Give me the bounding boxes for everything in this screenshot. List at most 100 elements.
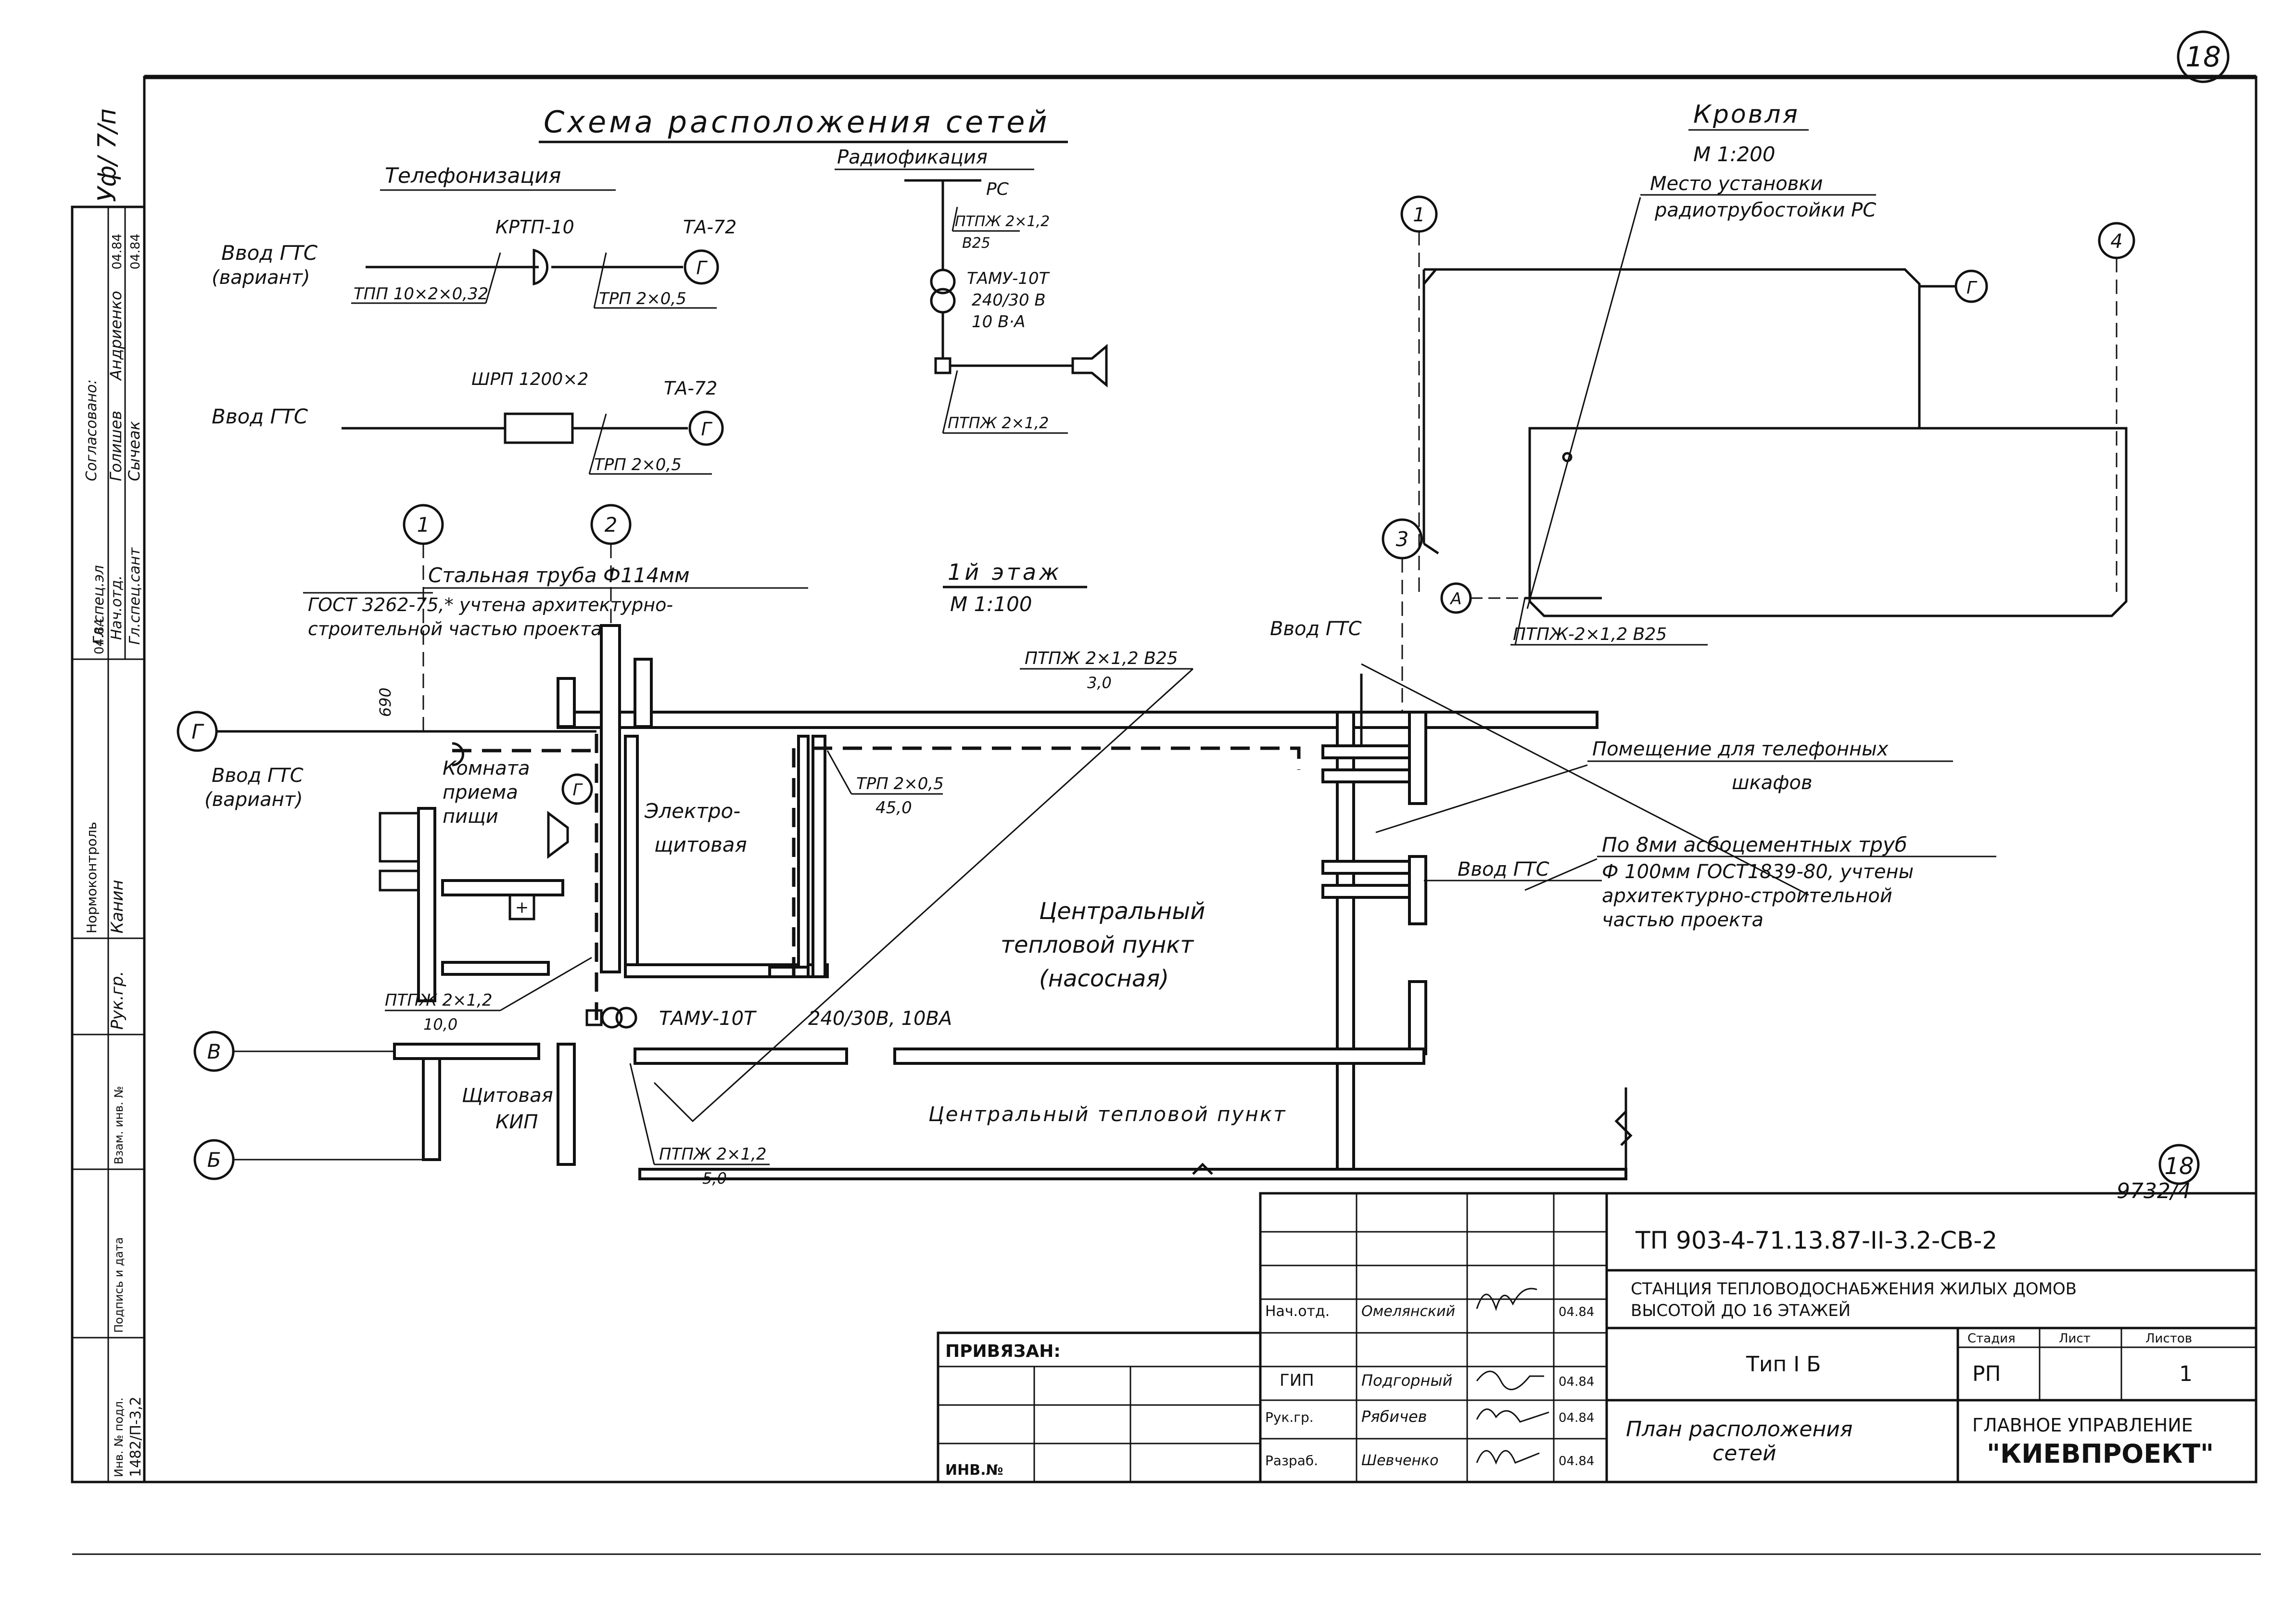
tb-drawing-b: сетей <box>1712 1441 1776 1466</box>
phone-room-a: Помещение для телефонных <box>1592 738 1889 760</box>
tamu-label: ТАМУ-10Т <box>659 1008 757 1030</box>
side-vzam: Взам. инв. № <box>112 1086 126 1164</box>
room-ctp-a: Центральный <box>1039 898 1205 925</box>
wall-corridor-top <box>893 1048 1425 1065</box>
phone-cabinet-1 <box>1321 744 1411 759</box>
sheet-number-circle <box>2177 30 2230 83</box>
radio-rs: РС <box>986 179 1009 199</box>
signature-1 <box>1476 1288 1537 1311</box>
phone-room-b: шкафов <box>1732 772 1813 794</box>
floor-title: 1й этаж <box>948 559 1062 585</box>
side-role-1: Нач.отд. <box>108 575 125 640</box>
tb-type: Тип I Б <box>1746 1352 1821 1377</box>
wall-stub-left <box>557 677 576 728</box>
floor-axis-3-label: 3 <box>1396 527 1409 551</box>
tamu-box <box>585 1009 603 1026</box>
tb-project-b: ВЫСОТОЙ ДО 16 ЭТАЖЕЙ <box>1631 1301 1851 1320</box>
tb-date-4: 04.84 <box>1559 1454 1594 1469</box>
tamu-circle-1 <box>601 1007 623 1029</box>
tb-name-4: Шевченко <box>1361 1452 1439 1469</box>
radio-transformer-1 <box>930 268 956 294</box>
signature-2 <box>1476 1370 1544 1391</box>
signature-3 <box>1476 1408 1549 1423</box>
room-kip-a: Щитовая <box>462 1085 553 1107</box>
roof-outline-lower <box>1528 427 2128 617</box>
side-role-3: Гл.спец.эл <box>90 565 107 645</box>
radio-box <box>934 357 951 374</box>
wall-inner-electro-r <box>812 735 826 978</box>
tb-role-1: Нач.отд. <box>1265 1303 1330 1320</box>
wall-kip-left <box>422 1057 441 1161</box>
side-handwriting: Уф/ 7/п <box>93 108 122 202</box>
tel-entry-label: Ввод ГТС <box>221 241 318 265</box>
tb-name-3: Рябичев <box>1361 1407 1427 1426</box>
floor-scale: М 1:100 <box>950 592 1032 616</box>
pptzh-left-a: ПТПЖ 2×1,2 <box>385 991 493 1010</box>
side-podp: Подпись и дата <box>112 1237 126 1333</box>
tel-shrp-box <box>504 412 574 444</box>
wall-right-outer <box>1408 711 1427 805</box>
pipes-note-c: архитектурно-строительной <box>1602 885 1892 907</box>
roof-note-b: радиотрубостойки РС <box>1654 199 1876 221</box>
roof-outline-upper <box>1422 268 1921 555</box>
side-name-2: Голишев <box>107 411 125 481</box>
tb-org-a: ГЛАВНОЕ УПРАВЛЕНИЕ <box>1972 1415 2193 1436</box>
side-name-1: Андриенко <box>107 291 125 381</box>
phone-cabinet-4 <box>1321 884 1411 899</box>
pipe-note-b: ГОСТ 3262-75,* учтена архитектурно- <box>308 594 673 615</box>
tb-date-3: 04.84 <box>1559 1411 1594 1425</box>
room-reception-c: пищи <box>443 805 498 828</box>
tb-date-1: 04.84 <box>1559 1305 1594 1319</box>
roof-note-a: Место установки <box>1650 173 1823 195</box>
tb-doc-code: ТП 903-4-71.13.87-II-3.2-СВ-2 <box>1635 1226 1997 1254</box>
tel-cable1: ТПП 10×2×0,32 <box>354 284 488 304</box>
room-ctp-c: (насосная) <box>1039 965 1169 992</box>
floor-axis-b-label: Б <box>207 1148 221 1172</box>
side-agreed: Согласовано: <box>83 379 100 481</box>
wall-inner-electro <box>624 735 639 978</box>
phone-cabinet-3 <box>1321 860 1411 875</box>
tel-ta1: ТА-72 <box>683 217 736 238</box>
trp-a: ТРП 2×0,5 <box>856 774 944 793</box>
pipes-note-b: Ф 100мм ГОСТ1839-80, учтены <box>1602 861 1914 883</box>
floor-axis-2-label: 2 <box>605 513 618 537</box>
entry-gts2: Ввод ГТС <box>1458 858 1549 881</box>
tel-phone-g2 <box>688 410 724 446</box>
side-role-2: Гл.спец.сант <box>127 547 143 645</box>
tb-date-2: 04.84 <box>1559 1375 1594 1389</box>
side-ruk: Рук.гр. <box>108 971 127 1030</box>
floor-plan: 1й этаж М 1:100 1 2 3 В Б Г Стальная тру… <box>177 504 2200 1203</box>
stamp-circle <box>2158 1144 2200 1185</box>
side-inv: Инв. № подл. <box>112 1397 126 1477</box>
room-electro-a: Электро- <box>644 799 740 823</box>
side-date-1: 04.84 <box>110 234 125 269</box>
tb-stage: РП <box>1972 1362 2001 1386</box>
wall-ctp-inner-b <box>768 966 810 978</box>
wall-right-outer3 <box>1408 980 1427 1055</box>
wall-left-dining <box>417 807 436 1002</box>
roof-title: Кровля <box>1693 100 1800 129</box>
tb-project-a: СТАНЦИЯ ТЕПЛОВОДОСНАБЖЕНИЯ ЖИЛЫХ ДОМОВ <box>1631 1279 2077 1299</box>
sheet-number: 18 <box>2185 40 2221 73</box>
tel-ta2: ТА-72 <box>664 378 717 399</box>
radio-tamu-b: 240/30 В <box>972 291 1046 310</box>
radio-speaker-icon <box>1071 344 1108 388</box>
trp-b: 45,0 <box>875 798 912 818</box>
tb-inv-no: ИНВ.№ <box>945 1462 1003 1479</box>
side-name-3: Сычеак <box>125 421 143 481</box>
entry-var-a: Ввод ГТС <box>212 765 304 787</box>
dining-sink <box>508 894 535 920</box>
tb-bound: ПРИВЯЗАН: <box>945 1341 1061 1361</box>
tb-name-1: Омелянский <box>1361 1303 1455 1320</box>
tb-org-b: "КИЕВПРОЕКТ" <box>1987 1439 2214 1469</box>
roof-axis-4-label: 4 <box>2110 230 2122 253</box>
wall-kip <box>393 1043 540 1060</box>
tb-sheets-h: Листов <box>2145 1331 2192 1346</box>
wall-stub-mid <box>634 658 653 728</box>
pptzh-top-b: 3,0 <box>1087 674 1112 692</box>
floor-axis-v-label: В <box>207 1040 221 1063</box>
radio-title: Радиофикация <box>837 146 988 168</box>
wall-bottom <box>638 1168 1627 1180</box>
pptzh-left-b: 10,0 <box>423 1015 457 1034</box>
radio-scheme: Радиофикация РС ПТПЖ 2×1,2 В25 ТАМУ-10Т … <box>835 146 1108 434</box>
